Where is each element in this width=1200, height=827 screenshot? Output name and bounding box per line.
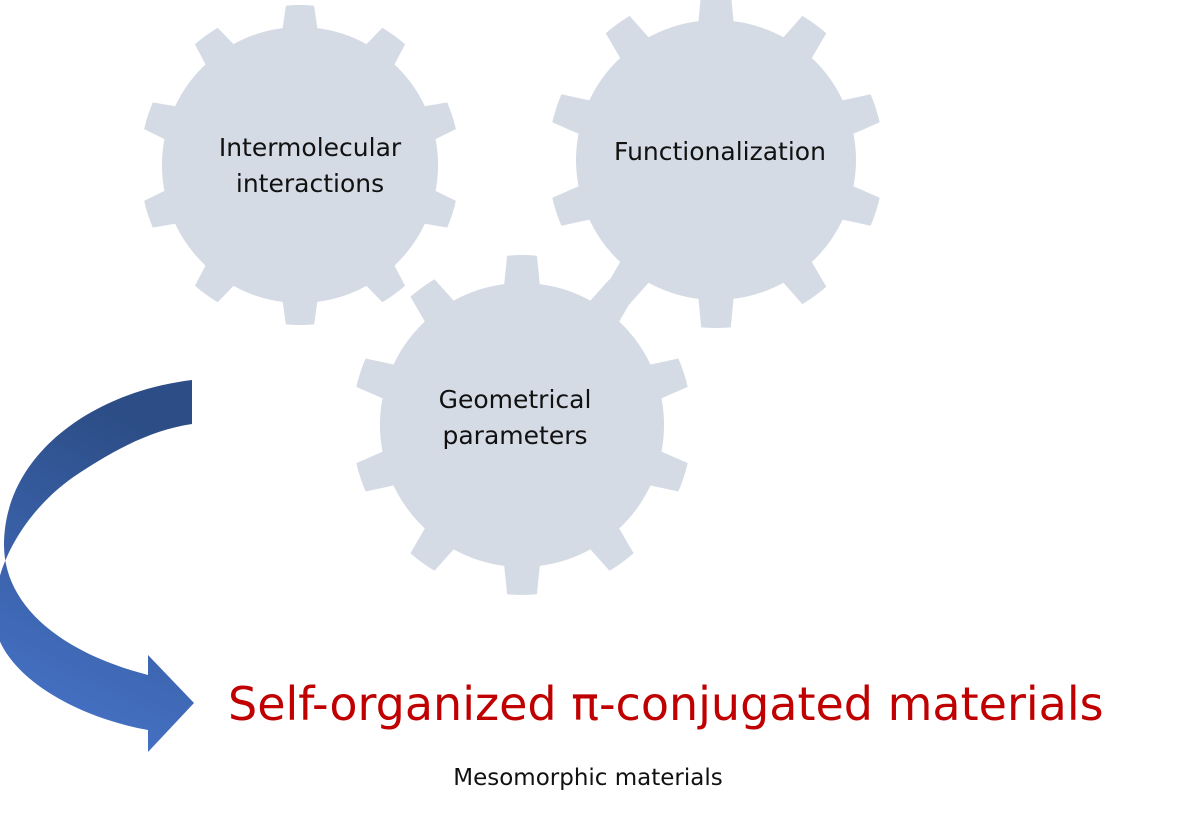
result-title: Self-organized π-conjugated materials (228, 677, 1104, 731)
gear-label-functionalization: Functionalization (614, 134, 826, 170)
gear-label-line: interactions (235, 169, 385, 198)
gear-label-line: Functionalization (614, 137, 826, 166)
result-subtitle: Mesomorphic materials (453, 765, 723, 791)
curved-arrow-icon (0, 380, 194, 752)
gear-icon (144, 4, 456, 326)
gear-label-geometrical-parameters: Geometrical parameters (439, 382, 592, 454)
gear-icon (552, 0, 880, 329)
gear-label-line: parameters (442, 421, 588, 450)
gear-label-intermolecular-interactions: Intermolecular interactions (219, 130, 401, 202)
gear-label-line: Intermolecular (218, 133, 402, 162)
gear-label-line: Geometrical (438, 385, 592, 414)
gear-icon (356, 255, 688, 595)
